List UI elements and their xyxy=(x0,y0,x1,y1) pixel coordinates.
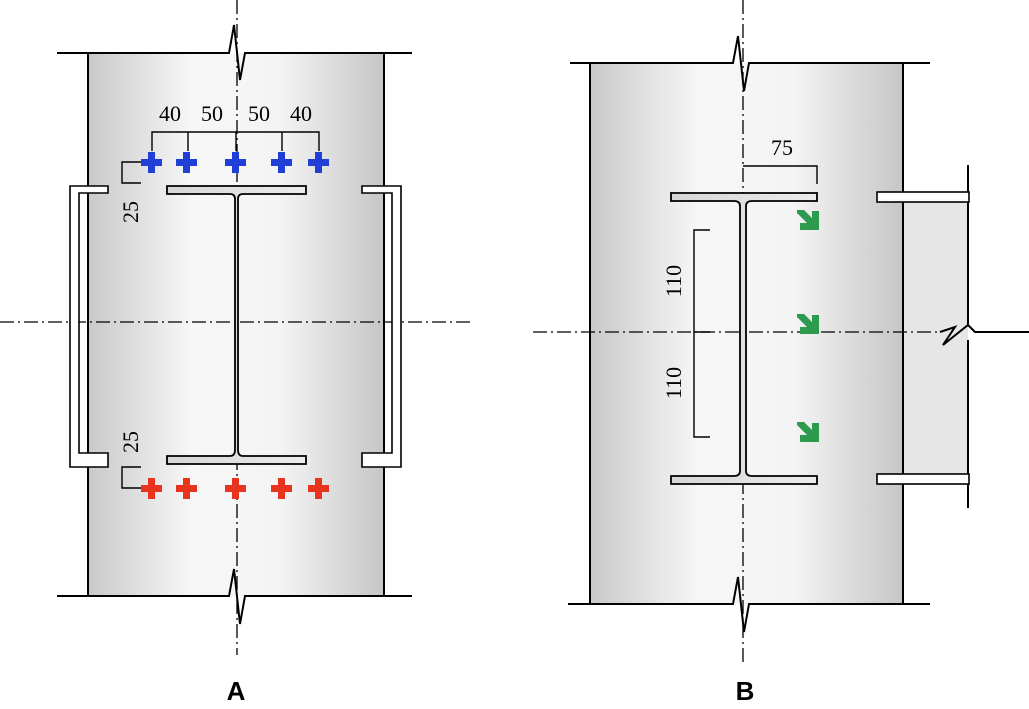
panel-a: 40 50 50 40 25 25 A xyxy=(0,0,470,706)
lower-marker-row xyxy=(141,478,329,499)
dim-110-upper: 110 xyxy=(661,265,686,297)
dim-40-right: 40 xyxy=(290,101,312,126)
break-line-bottom-a xyxy=(57,568,412,625)
panel-label-a: A xyxy=(227,676,246,706)
plus-marker xyxy=(141,152,162,173)
plus-marker xyxy=(271,152,292,173)
dimension-chain-top-a: 40 50 50 40 xyxy=(151,101,320,151)
plus-marker xyxy=(308,478,329,499)
i-section-b xyxy=(670,192,818,485)
panel-label-b: B xyxy=(736,676,755,706)
beam-flange-top-b xyxy=(876,191,970,203)
offset-bracket-bottom-a xyxy=(121,466,141,489)
break-line-top-b xyxy=(570,35,930,92)
upper-marker-row xyxy=(141,152,329,173)
i-section-a xyxy=(166,185,307,465)
beam-stub-b xyxy=(904,192,968,482)
arrow-marker xyxy=(797,210,819,230)
side-plate-left-a xyxy=(69,185,109,468)
break-line-beam-b xyxy=(939,323,1029,346)
dim-25-bottom: 25 xyxy=(118,431,143,453)
side-plate-right-a xyxy=(361,185,402,468)
panel-b: 75 110 110 B xyxy=(533,0,1029,706)
beam-flange-bottom-b xyxy=(876,473,970,485)
dim-25-top: 25 xyxy=(118,201,143,223)
dim-50-right: 50 xyxy=(248,101,270,126)
offset-bracket-top-a xyxy=(121,161,141,184)
plus-marker xyxy=(141,478,162,499)
dim-50-left: 50 xyxy=(201,101,223,126)
dimension-vertical-b xyxy=(693,229,710,438)
plus-marker xyxy=(176,152,197,173)
dimension-flange-b xyxy=(743,165,818,184)
dim-75: 75 xyxy=(771,135,793,160)
plus-marker xyxy=(308,152,329,173)
arrow-marker xyxy=(797,422,819,442)
plus-marker xyxy=(225,152,246,173)
plus-marker xyxy=(176,478,197,499)
plus-marker xyxy=(225,478,246,499)
arrow-marker-column xyxy=(797,210,819,442)
dim-110-lower: 110 xyxy=(661,367,686,399)
dim-40-left: 40 xyxy=(159,101,181,126)
arrow-marker xyxy=(797,314,819,334)
break-line-bottom-b xyxy=(568,576,930,633)
plus-marker xyxy=(271,478,292,499)
